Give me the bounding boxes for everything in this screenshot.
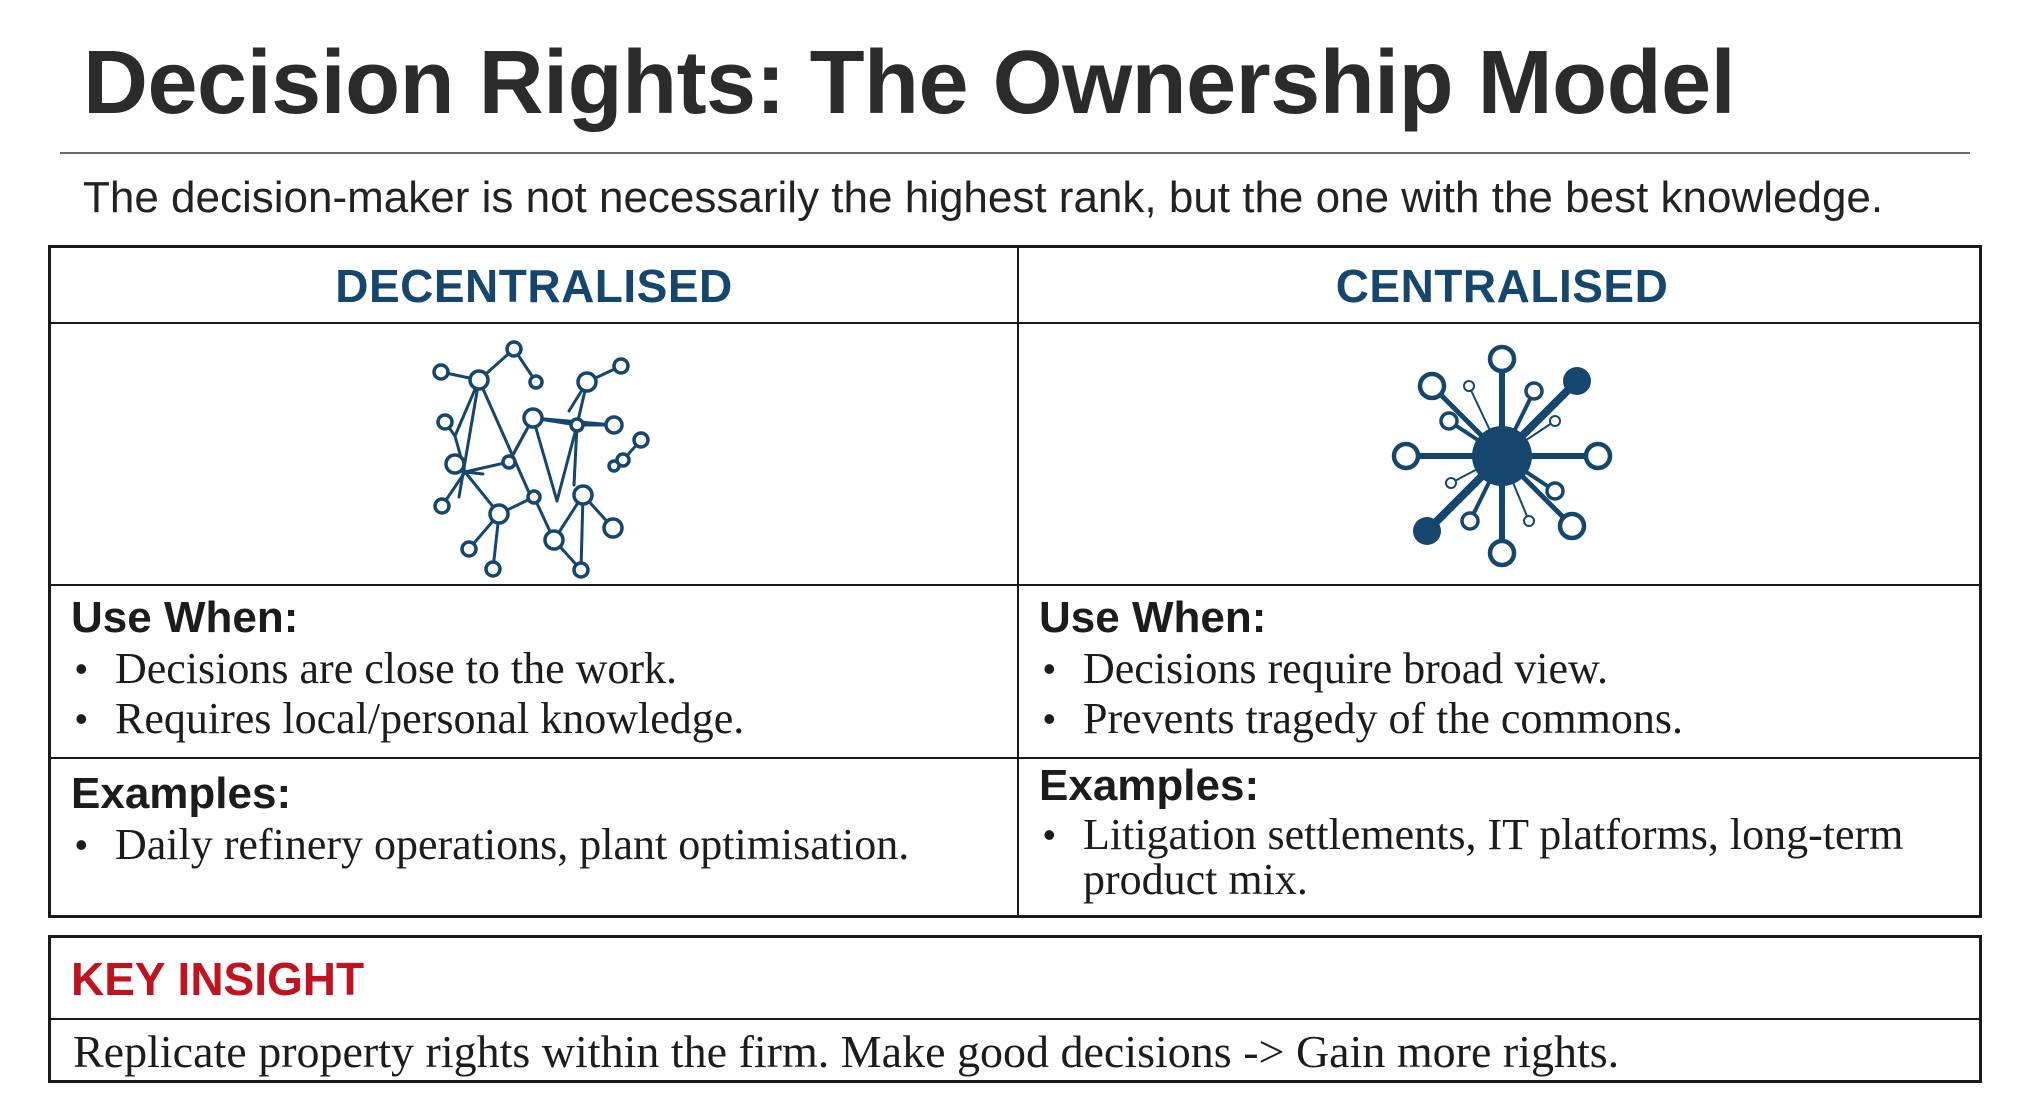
list-item: Decisions require broad view. <box>1039 644 1979 694</box>
distributed-network-icon <box>432 340 650 579</box>
row-divider <box>51 584 1979 586</box>
examples-list: Litigation settlements, IT platforms, lo… <box>1039 812 1939 902</box>
hub-and-spoke-icon <box>1391 344 1613 568</box>
centralised-examples: Examples: Litigation settlements, IT pla… <box>1039 760 1939 902</box>
centralised-heading: CENTRALISED <box>1335 260 1669 312</box>
centralised-icon-cell <box>1019 326 1985 586</box>
use-when-label: Use When: <box>1039 593 1267 642</box>
column-divider <box>1017 248 1019 915</box>
use-when-list: Decisions are close to the work. Require… <box>71 644 1011 744</box>
key-insight-text: Replicate property rights within the fir… <box>73 1025 1620 1077</box>
page-subtitle: The decision-maker is not necessarily th… <box>83 173 1884 222</box>
row-divider <box>51 757 1979 759</box>
list-item: Daily refinery operations, plant optimis… <box>71 820 1011 870</box>
centralised-use-when: Use When: Decisions require broad view. … <box>1039 592 1979 744</box>
list-item: Litigation settlements, IT platforms, lo… <box>1039 812 1939 902</box>
examples-list: Daily refinery operations, plant optimis… <box>71 820 1011 870</box>
decentralised-icon-cell <box>51 326 1017 586</box>
key-insight-box: KEY INSIGHT Replicate property rights wi… <box>48 935 1982 1083</box>
decentralised-use-when: Use When: Decisions are close to the wor… <box>71 592 1011 744</box>
use-when-list: Decisions require broad view. Prevents t… <box>1039 644 1979 744</box>
decentralised-examples: Examples: Daily refinery operations, pla… <box>71 768 1011 870</box>
use-when-label: Use When: <box>71 593 299 642</box>
title-divider <box>60 152 1970 154</box>
key-insight-heading: KEY INSIGHT <box>71 953 365 1005</box>
decentralised-heading: DECENTRALISED <box>335 260 733 312</box>
page-title: Decision Rights: The Ownership Model <box>83 33 1736 133</box>
examples-label: Examples: <box>71 769 292 818</box>
examples-label: Examples: <box>1039 761 1260 810</box>
list-item: Requires local/personal knowledge. <box>71 694 1011 744</box>
comparison-table: DECENTRALISED CENTRALISED <box>48 245 1982 918</box>
row-divider <box>51 322 1979 324</box>
list-item: Prevents tragedy of the commons. <box>1039 694 1979 744</box>
list-item: Decisions are close to the work. <box>71 644 1011 694</box>
key-insight-divider <box>51 1018 1979 1020</box>
